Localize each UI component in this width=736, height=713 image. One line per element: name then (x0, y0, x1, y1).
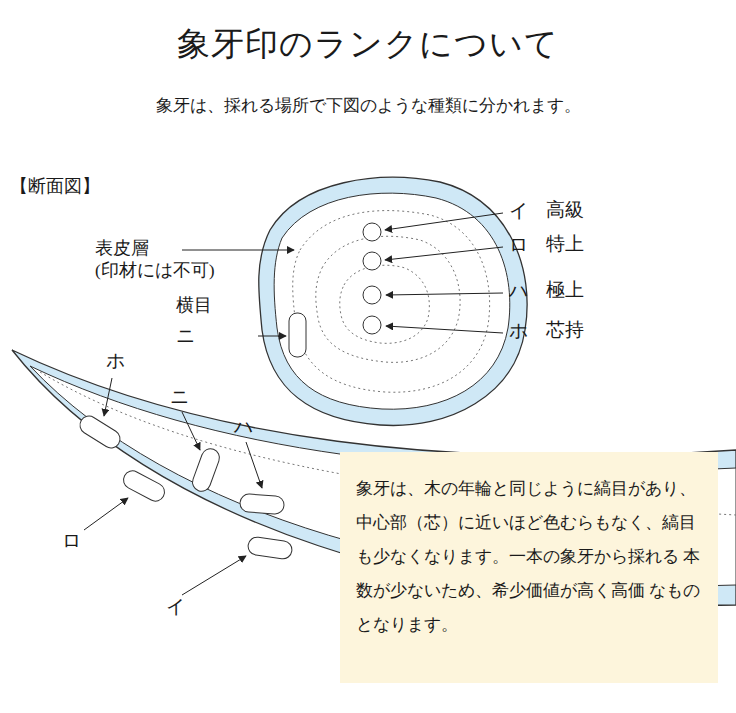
skin-layer-label: 表皮層 (印材には不可) (95, 238, 245, 282)
rank-name: 芯持 (546, 319, 584, 342)
callout-letter: ホ (106, 350, 125, 373)
rank-name: 高級 (546, 199, 584, 222)
callout-letter: ロ (62, 530, 81, 553)
part-name: 横目 (176, 295, 212, 316)
rank-name: 極上 (546, 279, 584, 302)
callout-letter: イ (166, 596, 185, 619)
subtitle: 象牙は、採れる場所で下図のような種類に分かれます。 (0, 96, 736, 116)
callout-letter: ニ (176, 325, 195, 348)
callout-letter: ロ (509, 234, 528, 257)
callout-letter: ホ (509, 320, 528, 343)
callout-letter: ハ (509, 280, 528, 303)
rank-name: 特上 (546, 233, 584, 256)
section-heading: 【断面図】 (10, 176, 100, 198)
cross-section (182, 177, 527, 425)
note-text: 象牙は、木の年輪と同じように縞目があり、 中心部（芯）に近いほど色むらもなく、縞… (356, 472, 704, 642)
note-box: 象牙は、木の年輪と同じように縞目があり、 中心部（芯）に近いほど色むらもなく、縞… (340, 452, 718, 683)
callout-letter: ハ (234, 416, 253, 439)
callout-letter: ニ (170, 386, 189, 409)
diagram-title: 象牙印のランクについて (0, 22, 736, 67)
callout-letter: イ (509, 200, 528, 223)
